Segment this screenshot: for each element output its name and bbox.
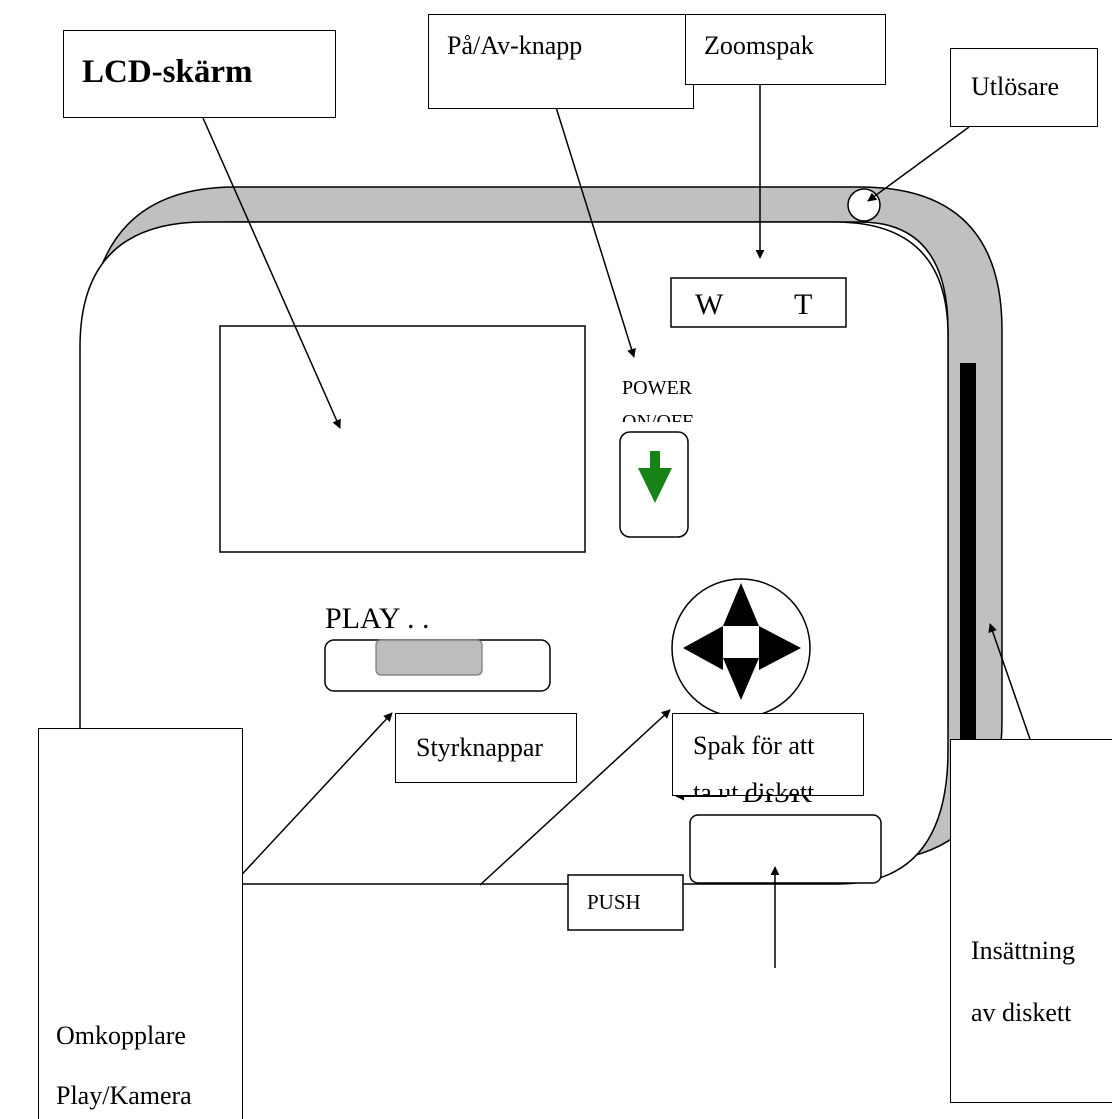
- eject-lever-callout: Spak för att ta ut diskett: [672, 713, 864, 796]
- eject-lever-callout-line2: ta ut diskett: [693, 778, 815, 796]
- leader-shutter: [867, 126, 970, 202]
- shutter-callout-label: Utlösare: [971, 72, 1060, 101]
- lcd-callout: LCD-skärm: [63, 30, 336, 118]
- leader-control-buttons: [479, 709, 671, 886]
- zoom-lever-callout-label: Zoomspak: [704, 31, 814, 60]
- shutter-button[interactable]: [847, 188, 881, 222]
- shutter-callout: Utlösare: [950, 48, 1098, 127]
- disk-slot-callout-line1: Insättning: [971, 936, 1075, 965]
- push-box: [567, 874, 684, 931]
- power-button-callout-label: På/Av-knapp: [447, 31, 583, 60]
- left-arrow-icon[interactable]: [683, 626, 723, 670]
- disk-eject-lever[interactable]: [689, 814, 882, 884]
- disk-slot-callout: Insättning av diskett: [950, 739, 1112, 1103]
- power-onoff-label: ON/OFF: [622, 411, 694, 422]
- down-arrow-icon[interactable]: [723, 658, 759, 700]
- disk-slot-callout-line2: av diskett: [971, 998, 1072, 1027]
- power-label-clip: ON/OFF: [622, 408, 702, 422]
- leader-power: [549, 87, 636, 358]
- control-buttons-callout: Styrknappar: [395, 713, 577, 783]
- disk-slot: [960, 363, 976, 778]
- directional-pad[interactable]: [671, 578, 811, 718]
- lcd-callout-label: LCD-skärm: [82, 54, 253, 90]
- mode-switch-callout: Omkopplare Play/Kamera: [38, 728, 243, 1119]
- zoom-wide-label: W: [695, 288, 724, 321]
- down-arrow-icon: [638, 451, 672, 503]
- control-buttons-callout-label: Styrknappar: [416, 733, 544, 762]
- power-label: POWER: [622, 377, 692, 399]
- leader-lcd: [202, 117, 341, 429]
- right-arrow-icon[interactable]: [759, 626, 801, 670]
- push-label: PUSH: [587, 890, 641, 914]
- mode-switch-callout-line1: Omkopplare: [56, 1021, 186, 1050]
- power-button-callout: På/Av-knapp: [428, 14, 694, 109]
- lcd-screen: [219, 325, 586, 553]
- mode-switch-callout-line2: Play/Kamera: [56, 1081, 192, 1110]
- zoom-lever-callout: Zoomspak: [685, 14, 886, 85]
- zoom-lever[interactable]: [670, 277, 847, 328]
- zoom-tele-label: T: [794, 288, 813, 321]
- mode-slider-thumb[interactable]: [375, 639, 483, 676]
- dpad-center[interactable]: [723, 626, 759, 658]
- up-arrow-icon[interactable]: [723, 583, 759, 626]
- play-label: PLAY . .: [325, 602, 430, 635]
- eject-lever-callout-line1: Spak för att: [693, 731, 815, 760]
